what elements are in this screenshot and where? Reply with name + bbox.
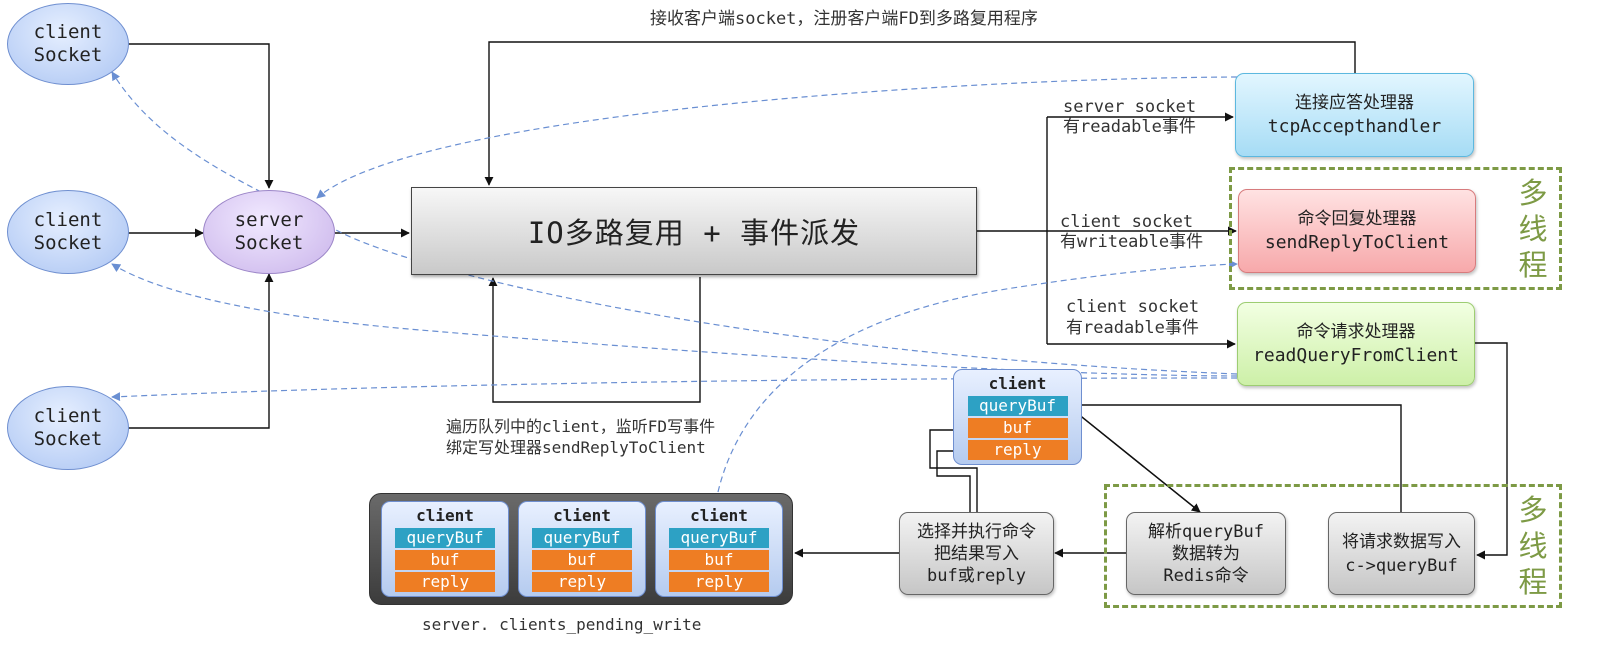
pending-client-3-reply: reply bbox=[669, 572, 769, 592]
reply-handler-line1: 命令回复处理器 bbox=[1297, 209, 1417, 229]
accept-event-line1: server socket bbox=[1063, 97, 1197, 117]
pending-client-2-title: client bbox=[553, 506, 611, 525]
io-multiplexing-label: IO多路复用 + 事件派发 bbox=[527, 216, 861, 250]
query-handler: 命令请求处理器 readQueryFromClient bbox=[1237, 302, 1475, 386]
reply-event-line1: client socket bbox=[1060, 212, 1194, 232]
accept-event-label: server socket 有readable事件 bbox=[1063, 97, 1196, 137]
traverse-label-line1: 遍历队列中的client，监听FD写事件 bbox=[446, 417, 716, 436]
client-struct-title: client bbox=[988, 374, 1047, 393]
reply-handler: 命令回复处理器 sendReplyToClient bbox=[1238, 189, 1476, 273]
execute-step-line1: 选择并执行命令 bbox=[917, 521, 1036, 542]
multithread-char-1: 多 bbox=[1518, 176, 1548, 210]
pending-client-2-buf: buf bbox=[532, 550, 632, 570]
pending-write-caption: server. clients_pending_write bbox=[422, 615, 702, 634]
arrow-client1-to-server bbox=[128, 43, 274, 189]
write-query-step: 将请求数据写入 c->queryBuf bbox=[1328, 512, 1475, 595]
query-handler-line1: 命令请求处理器 bbox=[1296, 322, 1416, 342]
query-handler-line2: readQueryFromClient bbox=[1253, 345, 1459, 366]
server-socket: server Socket bbox=[203, 190, 335, 274]
accept-handler: 连接应答处理器 tcpAccepthandler bbox=[1235, 73, 1474, 157]
reply-handler-line2: sendReplyToClient bbox=[1264, 232, 1450, 253]
query-event-line2: 有readable事件 bbox=[1066, 318, 1199, 338]
reply-event-label: client socket 有writeable事件 bbox=[1060, 212, 1203, 252]
arrow-accept-to-mux bbox=[484, 41, 1356, 186]
accept-handler-line2: tcpAccepthandler bbox=[1267, 116, 1442, 137]
client-reply-chip: reply bbox=[967, 440, 1068, 460]
arrow-mux-loop bbox=[488, 277, 701, 403]
pending-client-3-title: client bbox=[690, 506, 748, 525]
server-socket-line2: Socket bbox=[234, 232, 304, 254]
query-event-line1: client socket bbox=[1066, 297, 1200, 317]
traverse-label-line2: 绑定写处理器sendReplyToClient bbox=[446, 438, 706, 457]
parse-step: 解析queryBuf 数据转为 Redis命令 bbox=[1126, 512, 1286, 595]
pending-client-2-querybuf: queryBuf bbox=[532, 528, 632, 548]
server-socket-line1: server bbox=[234, 209, 304, 231]
client-socket-2: client Socket bbox=[7, 190, 129, 274]
register-fd-label: 接收客户端socket，注册客户端FD到多路复用程序 bbox=[650, 9, 1038, 29]
client-socket-3-line2: Socket bbox=[33, 428, 103, 450]
parse-step-line1: 解析queryBuf bbox=[1148, 521, 1264, 542]
query-event-label: client socket 有readable事件 bbox=[1066, 297, 1199, 339]
client-socket-1: client Socket bbox=[7, 3, 129, 85]
multithread-char-b3: 程 bbox=[1518, 565, 1548, 599]
write-query-step-line2: c->queryBuf bbox=[1345, 555, 1458, 576]
pending-client-1-buf: buf bbox=[395, 550, 495, 570]
client-socket-3-line1: client bbox=[33, 405, 103, 427]
parse-step-line3: Redis命令 bbox=[1163, 565, 1249, 586]
execute-step: 选择并执行命令 把结果写入 buf或reply bbox=[899, 512, 1054, 595]
pending-client-3-querybuf: queryBuf bbox=[669, 528, 769, 548]
pending-client-1-title: client bbox=[416, 506, 474, 525]
client-socket-2-line1: client bbox=[33, 209, 103, 231]
pending-client-1-reply: reply bbox=[395, 572, 495, 592]
pending-client-2: client queryBuf buf reply bbox=[518, 501, 646, 597]
multithread-char-b2: 线 bbox=[1518, 529, 1548, 563]
parse-step-line2: 数据转为 bbox=[1172, 543, 1240, 564]
accept-event-line2: 有readable事件 bbox=[1063, 117, 1196, 137]
pending-client-1: client queryBuf buf reply bbox=[381, 501, 509, 597]
client-buf-chip: buf bbox=[967, 418, 1068, 438]
traverse-label: 遍历队列中的client，监听FD写事件 绑定写处理器sendReplyToCl… bbox=[446, 416, 715, 458]
client-socket-2-line2: Socket bbox=[33, 232, 103, 254]
multithread-char-3: 程 bbox=[1518, 248, 1548, 282]
multithread-label-top: 多 线 程 bbox=[1513, 175, 1553, 283]
client-socket-1-line1: client bbox=[33, 21, 103, 43]
write-query-step-line1: 将请求数据写入 bbox=[1342, 531, 1461, 552]
client-socket-1-line2: Socket bbox=[33, 44, 103, 66]
accept-handler-line1: 连接应答处理器 bbox=[1295, 93, 1414, 113]
client-struct: client queryBuf buf reply bbox=[953, 369, 1082, 465]
client-socket-3: client Socket bbox=[7, 386, 129, 470]
execute-step-line3: buf或reply bbox=[927, 565, 1026, 586]
io-multiplexing-box: IO多路复用 + 事件派发 bbox=[411, 187, 977, 275]
arrow-client3-to-server bbox=[128, 273, 274, 429]
dashed-accept-to-server bbox=[316, 76, 1238, 199]
pending-client-2-reply: reply bbox=[532, 572, 632, 592]
pending-client-3-buf: buf bbox=[669, 550, 769, 570]
pending-client-3: client queryBuf buf reply bbox=[655, 501, 783, 597]
reply-event-line2: 有writeable事件 bbox=[1060, 232, 1204, 252]
multithread-char-b1: 多 bbox=[1518, 493, 1548, 527]
multithread-char-2: 线 bbox=[1518, 212, 1548, 246]
execute-step-line2: 把结果写入 bbox=[934, 543, 1019, 564]
multithread-label-bottom: 多 线 程 bbox=[1513, 492, 1553, 600]
pending-client-1-querybuf: queryBuf bbox=[395, 528, 495, 548]
client-querybuf-chip: queryBuf bbox=[967, 396, 1068, 416]
